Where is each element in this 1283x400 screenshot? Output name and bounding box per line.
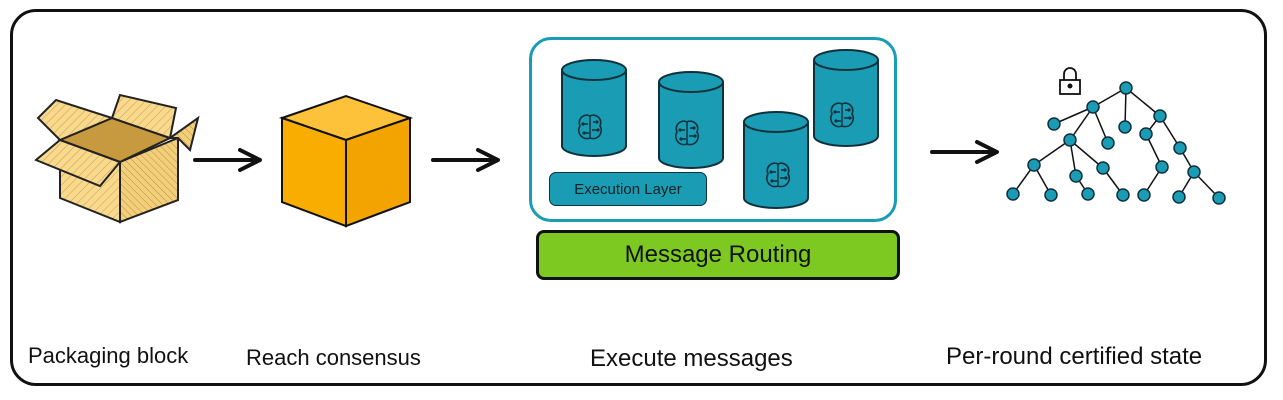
arrow-right-icon xyxy=(193,148,262,172)
open-box-icon xyxy=(34,93,200,224)
tree-icon xyxy=(1006,81,1226,205)
padlock-icon xyxy=(1059,67,1081,95)
execution-panel xyxy=(529,37,897,222)
arrow-right-icon xyxy=(431,148,500,172)
arrow-right-icon xyxy=(930,140,999,164)
message-routing-bar: Message Routing xyxy=(536,230,900,280)
step-label-consensus: Reach consensus xyxy=(246,345,421,370)
step-label-packaging: Packaging block xyxy=(28,343,189,368)
step-label-certified-state: Per-round certified state xyxy=(946,343,1203,370)
execution-layer-label: Execution Layer xyxy=(549,172,707,206)
step-label-execute: Execute messages xyxy=(590,345,793,372)
diagram-frame xyxy=(10,9,1267,386)
cube-icon xyxy=(278,94,414,228)
